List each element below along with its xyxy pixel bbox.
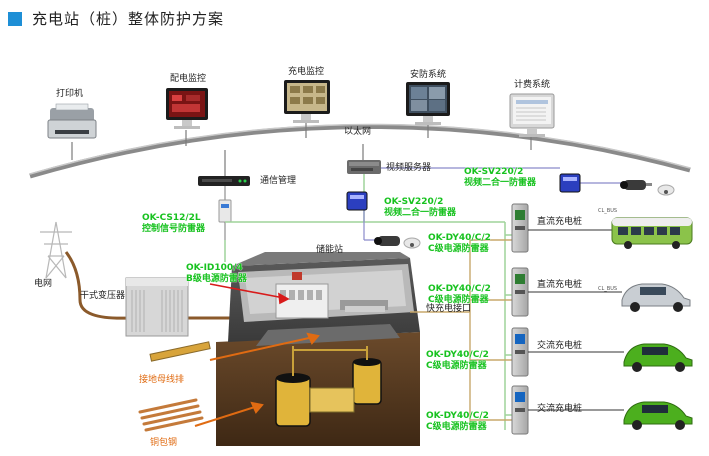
protector-sv-mid-model: OK-SV220/2 (384, 197, 444, 207)
transformer-label: 干式变压器 (80, 291, 126, 301)
protector-dy1-desc: C级电源防雷器 (428, 244, 489, 254)
protector-dy1-label: OK-DY40/C/2 C级电源防雷器 (428, 233, 491, 255)
charge-monitor-label: 充电监控 (288, 67, 325, 77)
protector-dy2-model: OK-DY40/C/2 (428, 284, 491, 294)
pile-label-1: 直流充电桩 (537, 217, 583, 227)
protector-cs-desc: 控制信号防雷器 (142, 224, 206, 234)
power-monitor-icon (166, 88, 208, 129)
fast-port-label: 快充电接口 (426, 304, 472, 314)
protector-dy3-label: OK-DY40/C/2 C级电源防雷器 (426, 350, 489, 372)
ethernet-label: 以太网 (344, 127, 372, 137)
charge-cables (528, 229, 624, 411)
camera-mid-icon (374, 236, 421, 249)
protector-cs-label: OK-CS12/2L 控制信号防雷器 (142, 213, 205, 235)
title-bar: 充电站（桩）整体防护方案 (8, 8, 224, 29)
protector-cs-model: OK-CS12/2L (142, 213, 201, 223)
car-green-1-icon (623, 343, 693, 372)
copper-steel-icon (138, 398, 204, 432)
copper-steel-label: 铜包钢 (150, 438, 178, 448)
protector-dy1-model: OK-DY40/C/2 (428, 233, 491, 243)
ac-pile-2-icon (511, 385, 529, 435)
video-protector-top-icon (559, 173, 581, 193)
protector-sv-top-desc: 视频二合一防雷器 (464, 178, 537, 188)
ground-bar-icon (149, 341, 211, 362)
protector-sv-mid-desc: 视频二合一防雷器 (384, 208, 457, 218)
protector-dy4-label: OK-DY40/C/2 C级电源防雷器 (426, 411, 489, 433)
grid-label: 电网 (34, 279, 53, 289)
protector-id-model: OK-ID100/4 (186, 263, 243, 273)
printer-icon (47, 103, 97, 139)
pile-label-2: 直流充电桩 (537, 280, 583, 290)
page-title: 充电站（桩）整体防护方案 (32, 10, 225, 28)
video-protector-mid-icon (346, 191, 368, 211)
ac-pile-1-icon (511, 327, 529, 377)
protector-id-label: OK-ID100/4 B级电源防雷器 (186, 263, 247, 285)
billing-monitor-icon (509, 93, 555, 137)
protector-dy3-model: OK-DY40/C/2 (426, 350, 489, 360)
billing-label: 计费系统 (514, 80, 551, 90)
dc-pile-1-icon (511, 203, 529, 253)
pile-label-3: 交流充电桩 (537, 341, 583, 351)
signal-protector-icon (218, 186, 232, 240)
charge-monitor-icon (284, 80, 330, 123)
protector-sv-top-label: OK-SV220/2 视频二合一防雷器 (464, 167, 536, 189)
video-server-label: 视频服务器 (386, 163, 432, 173)
charging-piles (511, 203, 529, 435)
power-tower-icon (40, 221, 72, 279)
bus-icon (611, 217, 693, 249)
security-label: 安防系统 (410, 70, 447, 80)
protector-sv-mid-label: OK-SV220/2 视频二合一防雷器 (384, 197, 456, 219)
protector-dy4-desc: C级电源防雷器 (426, 422, 487, 432)
protector-dy3-desc: C级电源防雷器 (426, 361, 487, 371)
red-arrow (209, 283, 290, 305)
car-green-2-icon (623, 401, 693, 430)
power-bus-lines (410, 239, 512, 430)
protector-sv-top-model: OK-SV220/2 (464, 167, 524, 177)
storage-station-label: 储能站 (316, 245, 344, 255)
ground-bar-label: 接地母线排 (139, 375, 185, 385)
ethernet-backbone (29, 123, 691, 179)
video-server-icon (347, 160, 381, 174)
pile-label-4: 交流充电桩 (537, 404, 583, 414)
storage-station-building (216, 252, 420, 446)
protector-dy4-model: OK-DY40/C/2 (426, 411, 489, 421)
camera-top-icon (620, 180, 675, 196)
protector-id-desc: B级电源防雷器 (186, 274, 247, 284)
printer-label: 打印机 (56, 89, 84, 99)
protector-dy2-label: OK-DY40/C/2 C级电源防雷器 (428, 284, 491, 306)
bus-tag-2: CL_BUS (598, 286, 618, 292)
comm-manager-icon (198, 176, 250, 186)
power-cable (64, 251, 255, 320)
security-monitor-icon (406, 82, 450, 125)
protector-dy2-desc: C级电源防雷器 (428, 295, 489, 305)
car-silver-icon (621, 283, 691, 312)
arrows (194, 332, 320, 427)
dc-pile-2-icon (511, 267, 529, 317)
transformer-icon (125, 277, 189, 337)
bus-tag-1: CL_BUS (598, 208, 618, 214)
title-square-icon (8, 11, 22, 26)
power-monitor-label: 配电监控 (170, 74, 207, 84)
comm-mgmt-label: 通信管理 (260, 176, 297, 186)
